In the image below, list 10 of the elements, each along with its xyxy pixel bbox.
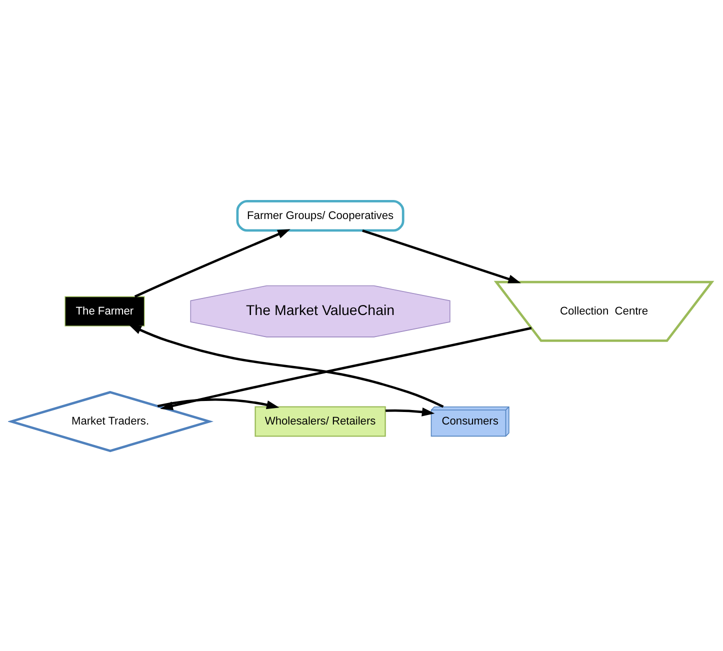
arrow: [128, 324, 444, 408]
arrow: [386, 407, 435, 416]
arrow: [157, 398, 280, 409]
node-box: Wholesalers/ Retailers: [254, 406, 386, 436]
arrow: [160, 326, 532, 410]
node-diamond: Market Traders.: [8, 390, 214, 452]
arrow: [362, 228, 522, 283]
arrow: [134, 228, 290, 298]
node-box: The Farmer: [64, 296, 145, 326]
node-box: Farmer Groups/ Cooperatives: [236, 199, 404, 232]
